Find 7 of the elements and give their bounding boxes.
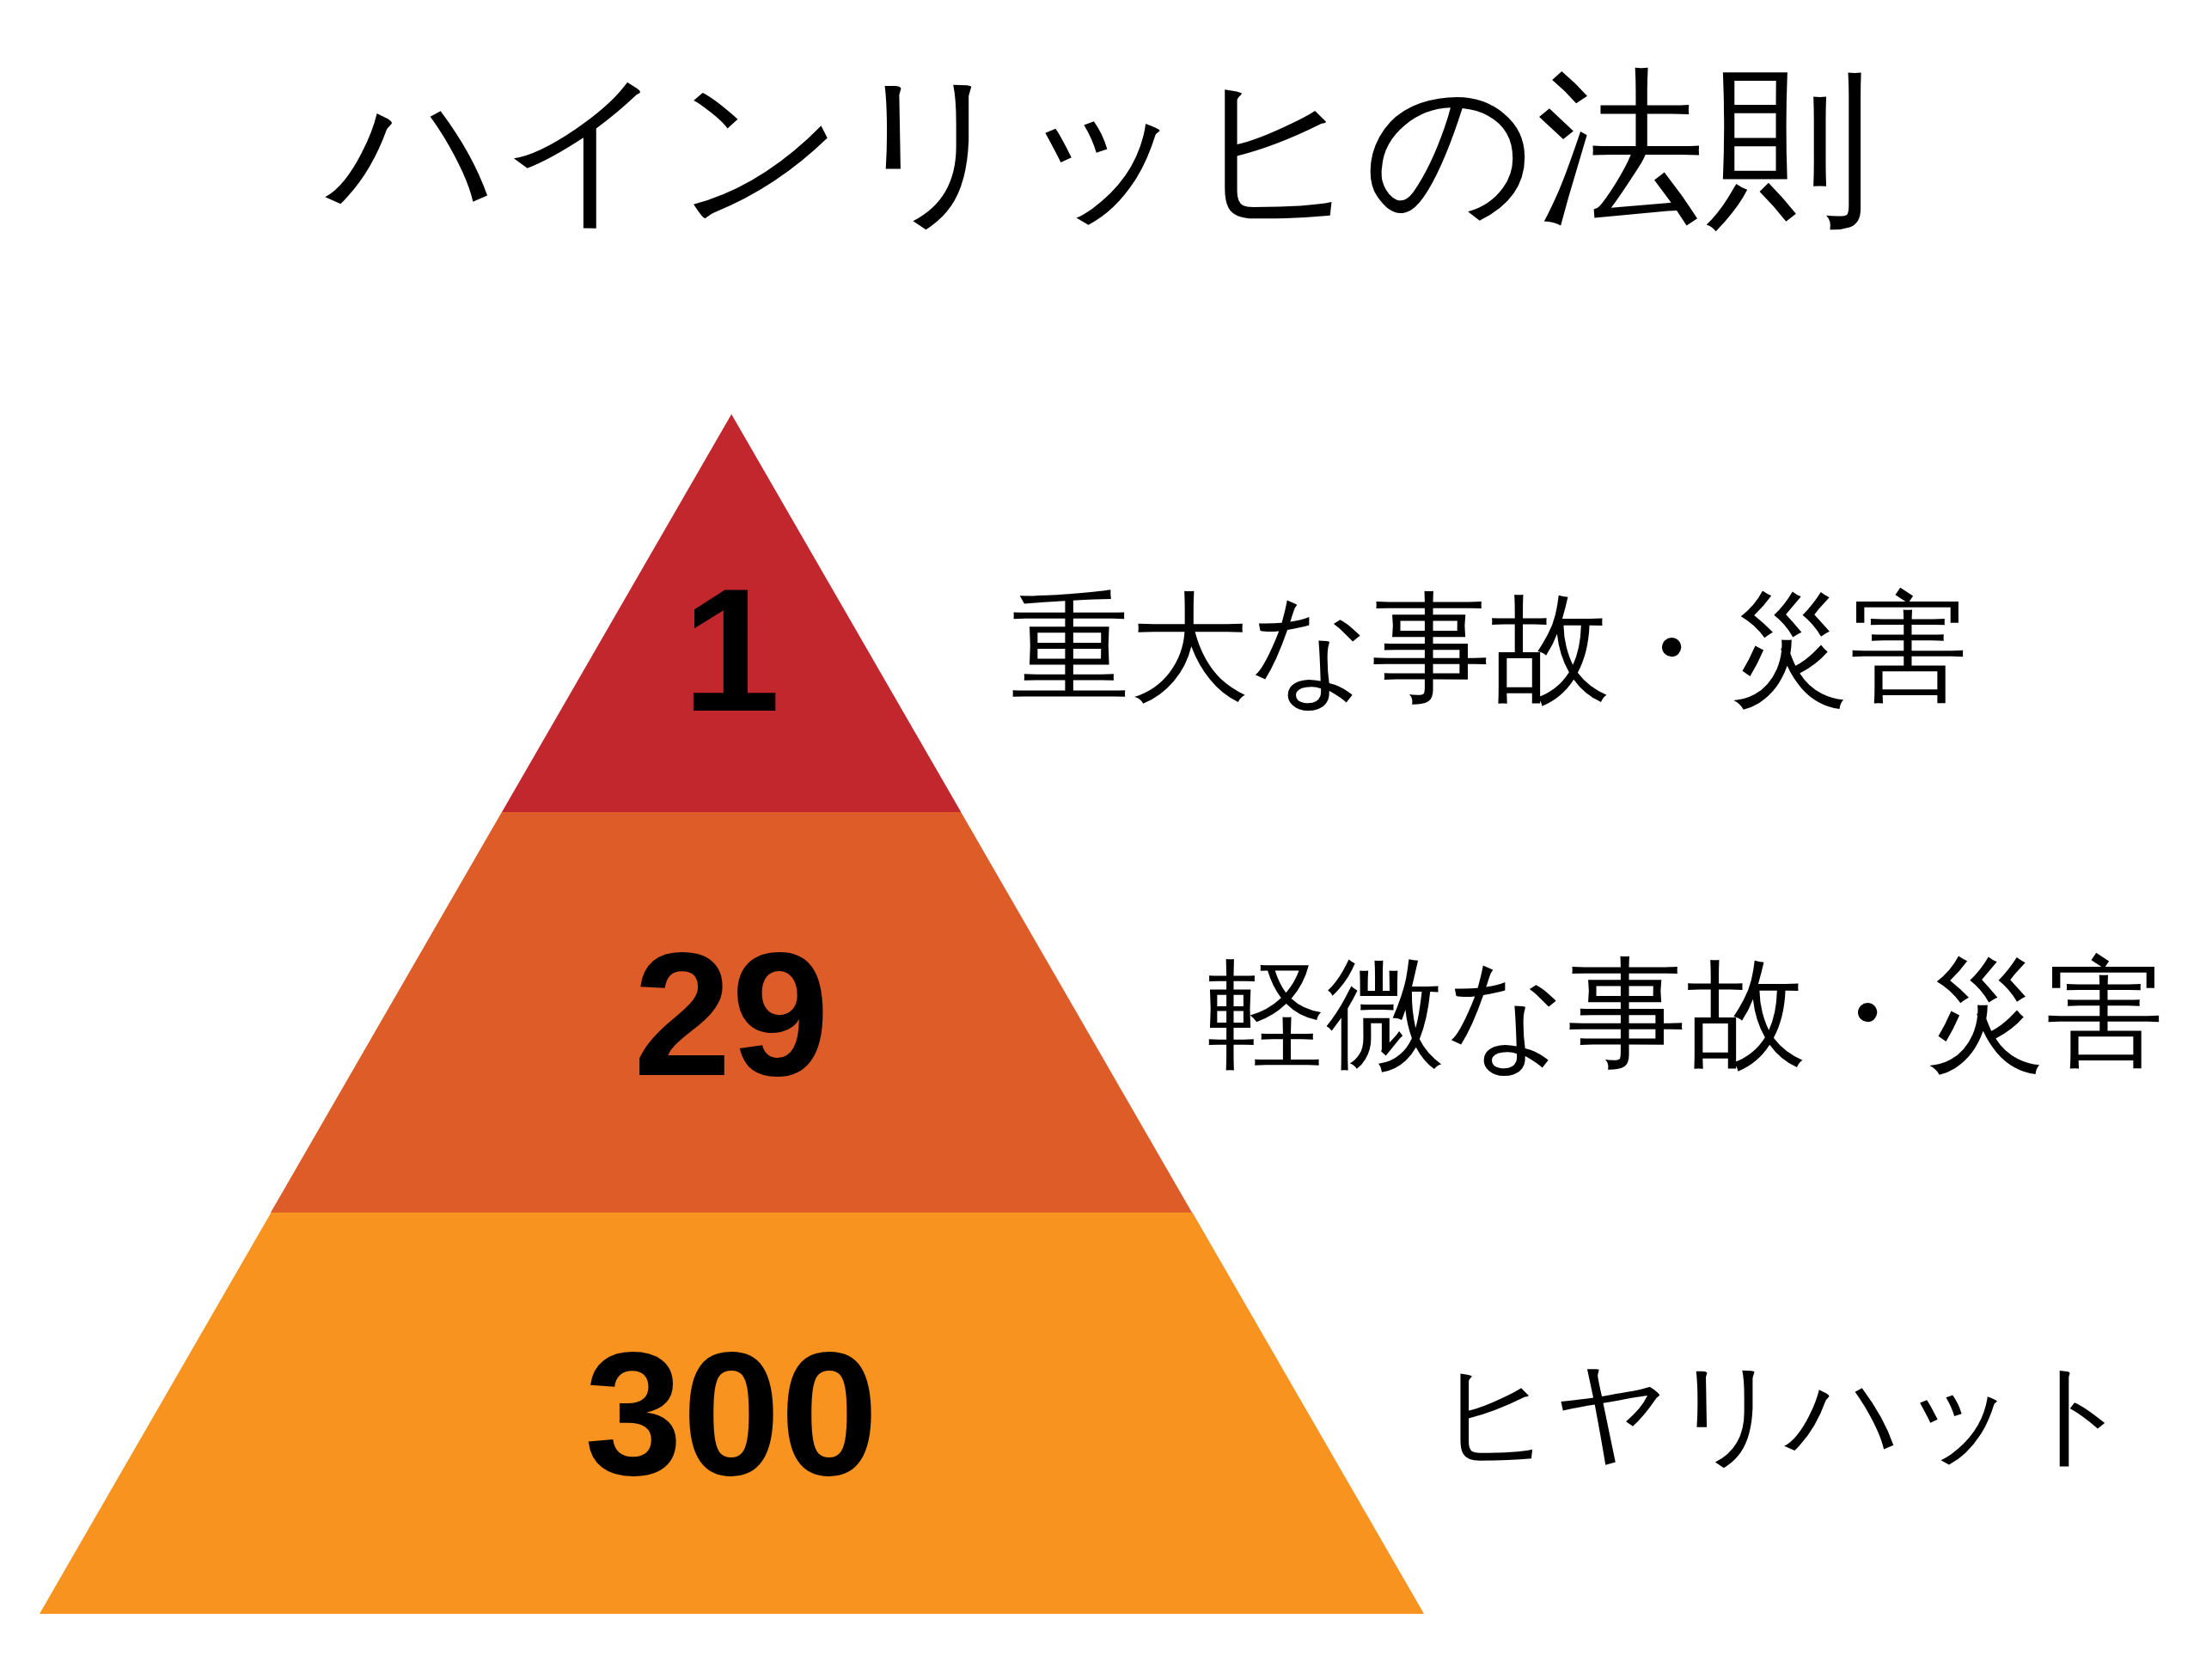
tier-count: 29 bbox=[632, 925, 829, 1102]
tier-count: 1 bbox=[682, 560, 780, 737]
tier-count: 300 bbox=[584, 1324, 878, 1501]
pyramid-tier bbox=[270, 812, 1192, 1213]
tier-label: ヒヤリハット bbox=[1438, 1356, 2134, 1469]
pyramid-tier bbox=[39, 1213, 1424, 1614]
title: ハインリッヒの法則 bbox=[327, 64, 1873, 232]
